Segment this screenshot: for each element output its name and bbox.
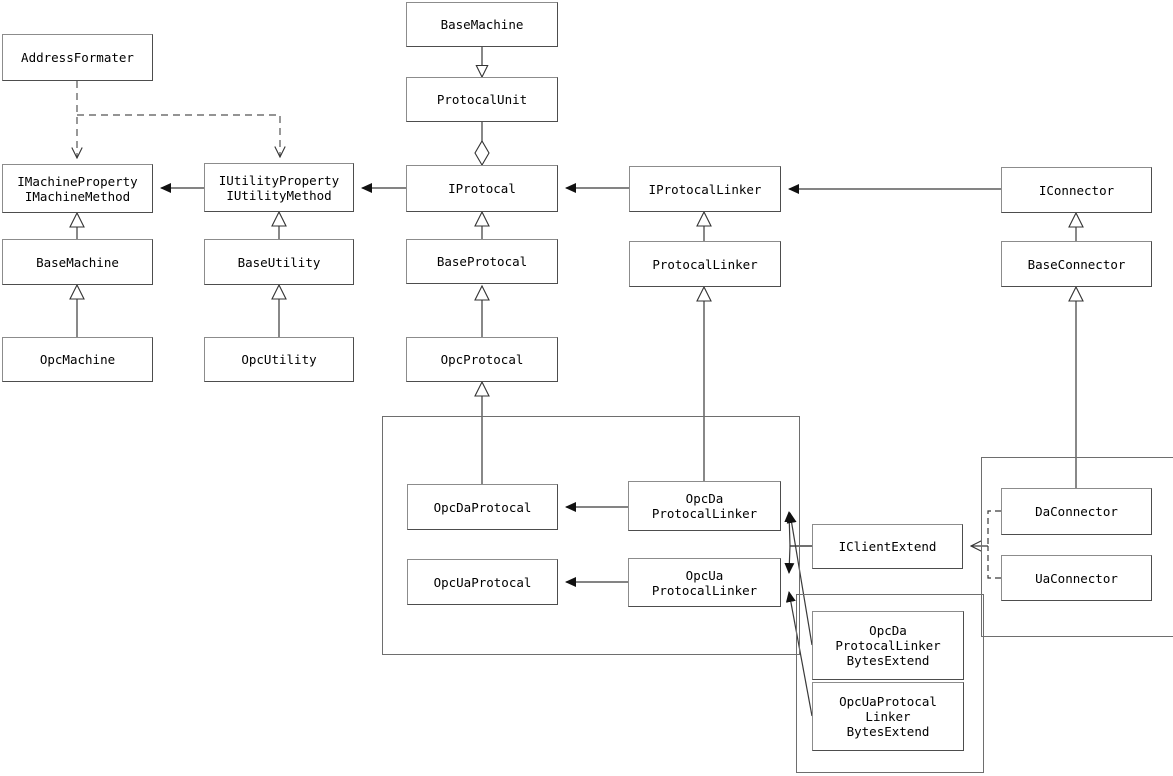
class-node-opcdaprotocallinker[interactable]: OpcDa ProtocalLinker: [628, 481, 781, 531]
class-label: UaConnector: [1035, 570, 1118, 586]
class-label: DaConnector: [1035, 504, 1118, 519]
class-node-daconnector[interactable]: DaConnector: [1001, 488, 1152, 535]
class-label: OpcDa ProtocalLinker BytesExtend: [835, 623, 941, 668]
class-node-addressformater[interactable]: AddressFormater: [2, 34, 153, 81]
class-node-protocalunit[interactable]: ProtocalUnit: [406, 77, 558, 122]
class-node-opcdaprotocal[interactable]: OpcDaProtocal: [407, 484, 558, 530]
class-node-iconnector[interactable]: IConnector: [1001, 167, 1152, 213]
class-label: BaseMachine: [440, 17, 524, 32]
agg-diamond-iprotocal: [474, 139, 490, 167]
class-node-opcutility[interactable]: OpcUtility: [204, 337, 354, 382]
gen-head-iconnector: [1068, 211, 1084, 228]
class-node-basemachine-top[interactable]: BaseMachine: [406, 2, 558, 47]
class-label: OpcUaProtocal Linker BytesExtend: [839, 694, 937, 739]
class-label: IUtilityProperty IUtilityMethod: [218, 172, 340, 203]
class-node-opcprotocal[interactable]: OpcProtocal: [406, 337, 558, 382]
class-label: BaseConnector: [1027, 256, 1126, 272]
gen-head-protocallinker: [696, 285, 712, 302]
class-node-basemachine[interactable]: BaseMachine: [2, 239, 153, 285]
class-node-iutility-interface[interactable]: IUtilityProperty IUtilityMethod: [204, 163, 354, 212]
gen-head-opcprotocal: [474, 380, 490, 397]
class-label: OpcDa ProtocalLinker: [651, 491, 758, 521]
group-connectors: [981, 457, 1173, 637]
class-node-iprotocallinker[interactable]: IProtocalLinker: [629, 166, 781, 212]
class-node-iclientextend[interactable]: IClientExtend: [812, 524, 963, 569]
class-label: BaseUtility: [237, 254, 321, 270]
class-node-opcuaprotocal[interactable]: OpcUaProtocal: [407, 559, 558, 605]
class-label: BaseProtocal: [436, 254, 528, 269]
class-node-imachine-interface[interactable]: IMachineProperty IMachineMethod: [2, 164, 153, 213]
class-node-baseconnector[interactable]: BaseConnector: [1001, 241, 1152, 287]
class-label: ProtocalUnit: [436, 92, 528, 107]
gen-head-iutility: [271, 210, 287, 227]
class-label: OpcUaProtocal: [433, 574, 532, 590]
class-label: IMachineProperty IMachineMethod: [17, 173, 138, 204]
class-label: OpcDaProtocal: [433, 499, 532, 515]
class-label: IProtocal: [448, 181, 516, 196]
class-node-opcmachine[interactable]: OpcMachine: [2, 337, 153, 382]
edge-addressformater-iutility: [77, 114, 280, 157]
class-label: IClientExtend: [838, 539, 937, 554]
gen-head-basemachine: [69, 283, 85, 300]
class-node-baseutility[interactable]: BaseUtility: [204, 239, 354, 285]
gen-head-baseconnector: [1068, 285, 1084, 302]
gen-head-baseprotocal: [474, 284, 490, 301]
class-node-opcuaprotocallinkerbytesextend[interactable]: OpcUaProtocal Linker BytesExtend: [812, 682, 964, 751]
class-node-opcdaprotocallinkerbytesextend[interactable]: OpcDa ProtocalLinker BytesExtend: [812, 611, 964, 680]
class-node-iprotocal[interactable]: IProtocal: [406, 165, 558, 212]
class-node-uaconnector[interactable]: UaConnector: [1001, 555, 1152, 601]
group-protocal-linkers: [382, 416, 800, 655]
class-label: OpcProtocal: [440, 352, 524, 367]
gen-head-iprotocal-base: [474, 210, 490, 227]
gen-head-iprotocallinker: [696, 210, 712, 227]
class-label: OpcUa ProtocalLinker: [651, 567, 758, 598]
class-label: ProtocalLinker: [652, 256, 758, 272]
class-node-baseprotocal[interactable]: BaseProtocal: [406, 239, 558, 284]
class-node-protocallinker[interactable]: ProtocalLinker: [629, 241, 781, 287]
class-label: IConnector: [1038, 182, 1115, 198]
class-label: BaseMachine: [36, 254, 119, 270]
gen-head-baseutility: [271, 283, 287, 300]
class-node-opcuaprotocallinker[interactable]: OpcUa ProtocalLinker: [628, 558, 781, 607]
class-label: OpcUtility: [241, 352, 317, 367]
class-label: OpcMachine: [39, 352, 116, 367]
class-label: AddressFormater: [21, 50, 134, 65]
gen-head-imachine: [69, 211, 85, 228]
class-label: IProtocalLinker: [648, 181, 762, 197]
